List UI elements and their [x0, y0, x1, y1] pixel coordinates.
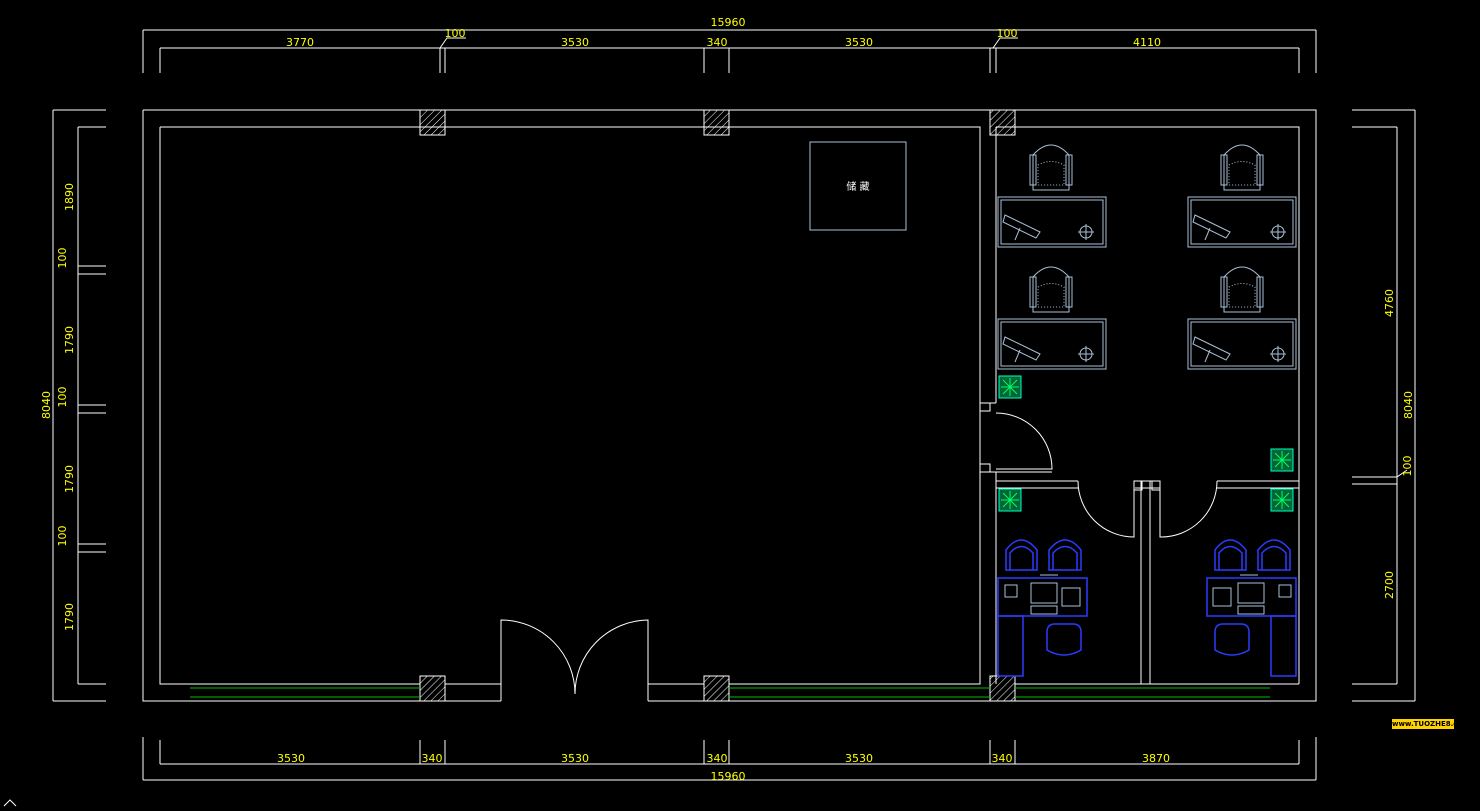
- dim-top-5: 3530: [845, 36, 873, 49]
- dim-left-2: 100: [56, 248, 69, 269]
- desk: [997, 318, 1107, 370]
- column-top-3: [989, 109, 1016, 136]
- dim-bottom-4: 340: [707, 752, 728, 765]
- desk: [997, 196, 1107, 248]
- dim-bottom-3: 3530: [561, 752, 589, 765]
- office-desk: [1206, 577, 1297, 617]
- dim-left-6: 100: [56, 526, 69, 547]
- office-workstations: [997, 144, 1297, 370]
- plants: [998, 375, 1294, 512]
- office-desk: [997, 577, 1088, 617]
- armchair-icon: [1257, 539, 1291, 571]
- armchair-icon: [1048, 539, 1082, 571]
- dim-left-4: 100: [56, 387, 69, 408]
- room-door-left: [1077, 480, 1135, 538]
- dim-bottom-6: 340: [992, 752, 1013, 765]
- dim-top-3: 3530: [561, 36, 589, 49]
- column-bottom-3: [989, 675, 1016, 702]
- dim-top-7: 4110: [1133, 36, 1161, 49]
- desk: [1187, 318, 1297, 370]
- office-door: [995, 412, 1053, 470]
- dim-top-2: 100: [445, 27, 466, 40]
- dim-left-1: 1890: [63, 183, 76, 211]
- column-bottom-2: [703, 675, 730, 702]
- chair-icon: [1220, 144, 1264, 191]
- desk-equipment: [1004, 574, 1292, 615]
- chair-icon: [1220, 266, 1264, 313]
- private-offices-furniture: [997, 539, 1297, 677]
- entrance-door-right: [574, 619, 649, 695]
- windows: [190, 687, 1270, 698]
- dim-right-total: 8040: [1402, 391, 1415, 419]
- dim-bottom-1: 3530: [277, 752, 305, 765]
- dim-left-total: 8040: [40, 391, 53, 419]
- dim-left-3: 1790: [63, 326, 76, 354]
- dim-right-1: 4760: [1383, 289, 1396, 317]
- entrance-door-left: [500, 619, 576, 695]
- dim-top-4: 340: [707, 36, 728, 49]
- room-door-right: [1159, 480, 1218, 538]
- dim-right-3: 2700: [1383, 571, 1396, 599]
- doors: [500, 412, 1218, 695]
- dim-right-2: 100: [1401, 456, 1414, 477]
- structural-columns: [419, 109, 1016, 702]
- dimension-lines: [52, 29, 1416, 781]
- office-chair-icon: [1046, 623, 1082, 656]
- chair-icon: [1029, 144, 1073, 191]
- dim-bottom-total: 15960: [711, 770, 746, 783]
- chair-icon: [1029, 266, 1073, 313]
- walls: [142, 109, 1317, 702]
- plant-leaves: [1001, 378, 1291, 509]
- dim-bottom-2: 340: [422, 752, 443, 765]
- dim-bottom-5: 3530: [845, 752, 873, 765]
- dim-top-1: 3770: [286, 36, 314, 49]
- dimension-texts: 15960 3770 100 3530 340 3530 100 4110 15…: [40, 16, 1415, 783]
- storage-label: 储 藏: [846, 180, 869, 193]
- desk: [1187, 196, 1297, 248]
- dim-top-total: 15960: [711, 16, 746, 29]
- armchair-icon: [1005, 539, 1038, 571]
- dim-left-5: 1790: [63, 465, 76, 493]
- dim-top-6: 100: [997, 27, 1018, 40]
- dim-left-7: 1790: [63, 603, 76, 631]
- column-top-1: [419, 109, 446, 136]
- storage-room: 储 藏: [809, 141, 907, 231]
- dim-bottom-7: 3870: [1142, 752, 1170, 765]
- watermark-logo: www.TUOZHE8.com: [1392, 719, 1470, 729]
- column-top-2: [703, 109, 730, 136]
- office-chair-icon: [1214, 623, 1250, 656]
- column-bottom-1: [419, 675, 446, 702]
- ucs-icon: [3, 799, 17, 807]
- armchair-icon: [1214, 539, 1247, 571]
